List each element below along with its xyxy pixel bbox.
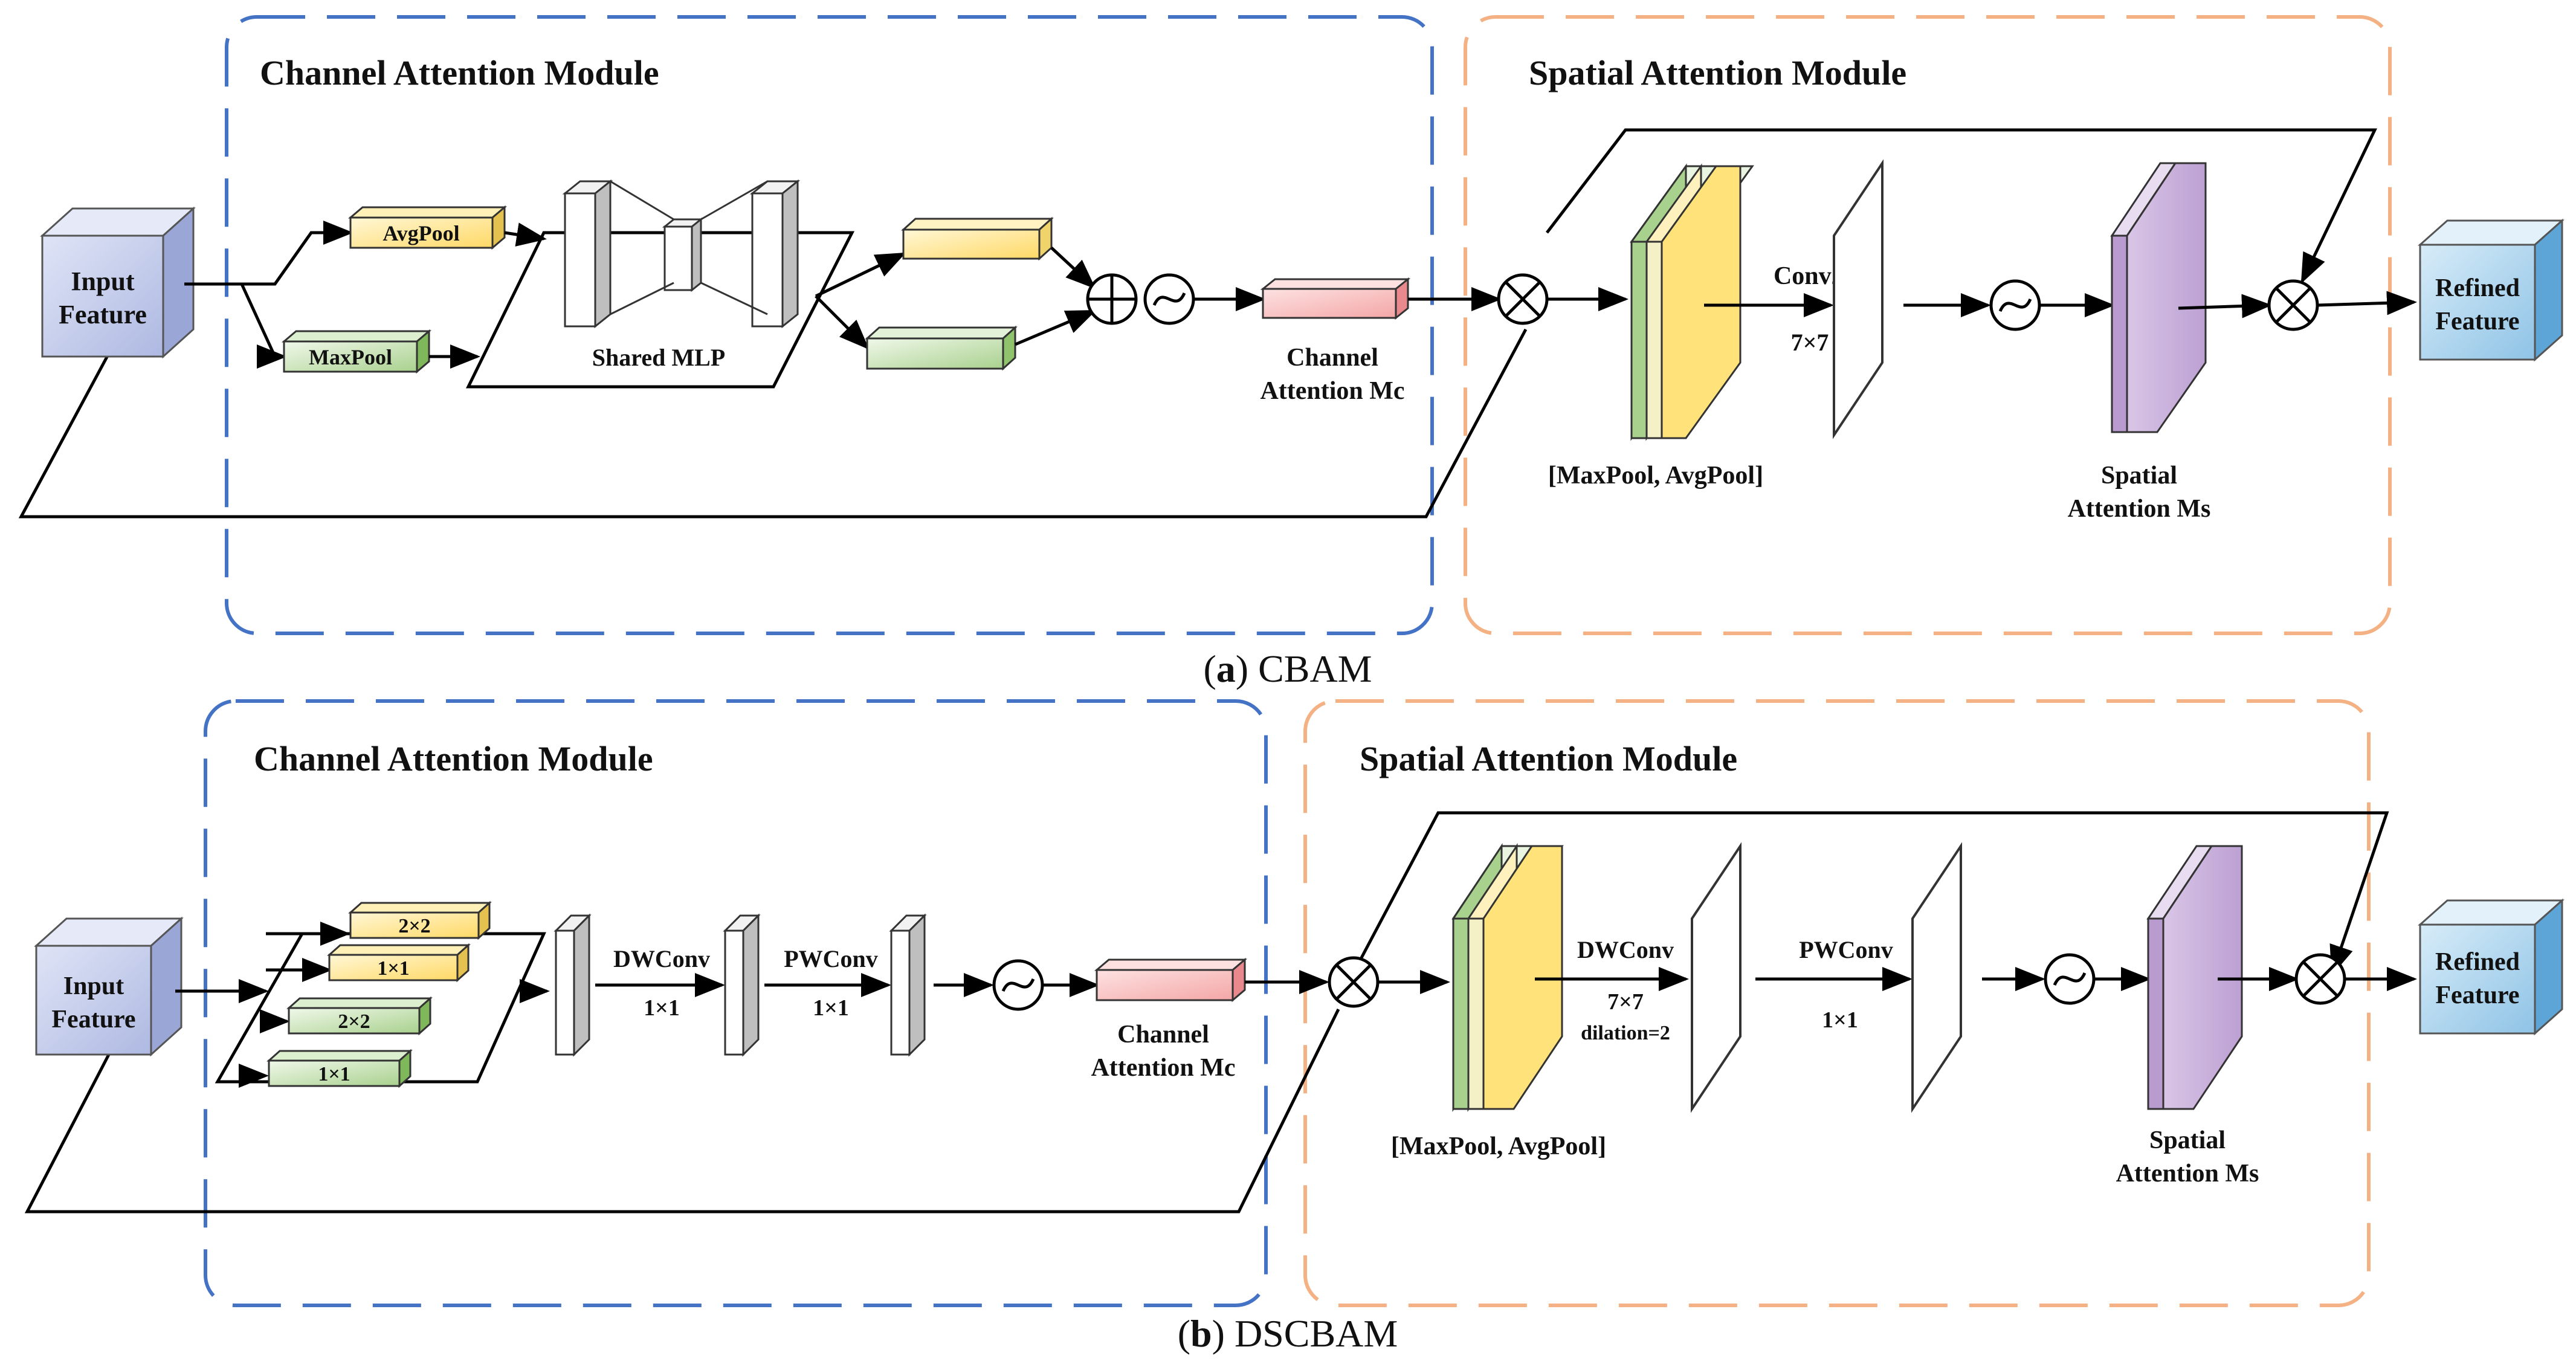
input-label-b-1: Input	[63, 972, 124, 1000]
arrow-mlp-green	[815, 295, 870, 350]
sigmoid-icon-2	[1989, 279, 2041, 331]
avgpool-block: AvgPool	[347, 205, 508, 250]
pool-stack-label-b: [MaxPool, AvgPool]	[1391, 1133, 1606, 1160]
dwconv-layer-2	[723, 913, 761, 1057]
input-label-1: Input	[71, 267, 135, 296]
sigmoid-icon	[1143, 273, 1195, 325]
channel-attention-label-b-1: Channel	[1117, 1021, 1209, 1049]
pool-1x1-bottom-label: 1×1	[318, 1063, 350, 1085]
dwconv-kernel-label: 1×1	[644, 995, 680, 1021]
arrow-green-sum	[1015, 309, 1097, 346]
input-feature-cube-b: Input Feature	[34, 916, 184, 1057]
skip-connection-line-b	[24, 1008, 1340, 1213]
spatial-module-title-b: Spatial Attention Module	[1360, 739, 1737, 778]
multiply-operator-icon-b	[1328, 956, 1380, 1008]
spatial-attention-label-1: Spatial	[2101, 462, 2177, 490]
shared-mlp-frame	[465, 231, 855, 389]
refined-feature-cube: Refined Feature	[2418, 218, 2565, 362]
maxpool-label: MaxPool	[309, 345, 392, 369]
sp-dwconv-kernel: 7×7	[1607, 989, 1644, 1015]
return-line	[1546, 128, 2377, 284]
sp-pwconv-plane	[1911, 842, 1962, 1113]
pool-1x1-yellow: 1×1	[327, 943, 471, 983]
spatial-attention-label-b-1: Spatial	[2149, 1126, 2226, 1154]
refined-label-2: Feature	[2435, 308, 2519, 335]
arrow-avgpool-mlp	[504, 222, 547, 247]
arrow-to-maxpool	[240, 283, 287, 369]
arrow-to-refined	[2317, 291, 2417, 315]
dwconv-label: DWConv	[613, 945, 710, 972]
dwconv-layer-1	[554, 913, 592, 1057]
sum-operator-icon	[1086, 273, 1138, 325]
channel-module-title: Channel Attention Module	[260, 53, 659, 92]
multiply-operator-icon-2	[2267, 279, 2319, 331]
panel-b: Channel Attention Module Spatial Attenti…	[24, 699, 2565, 1355]
spatial-attention-label-b-2: Attention Ms	[2116, 1160, 2259, 1188]
channel-module-box	[225, 15, 1434, 635]
pool-stack	[1630, 163, 1754, 441]
avgpool-label: AvgPool	[383, 221, 459, 245]
spatial-module-box-b	[1303, 699, 2371, 1307]
channel-module-box-b	[204, 699, 1268, 1307]
channel-attention-label-b-2: Attention Mc	[1091, 1054, 1235, 1082]
multiply-operator-icon	[1497, 273, 1549, 325]
sp-pwconv-label: PWConv	[1799, 936, 1893, 963]
panel-a: Channel Attention Module Spatial Attenti…	[18, 15, 2565, 690]
shared-mlp	[562, 179, 801, 329]
channel-attention-mc-block	[1260, 277, 1411, 320]
pool-1x1-top-label: 1×1	[377, 957, 409, 980]
caption-a: (a) CBAM	[1203, 647, 1372, 690]
caption-b: (b) DSCBAM	[1178, 1312, 1398, 1355]
sigmoid-icon-b	[992, 959, 1044, 1011]
arrow-ms-multiply	[2178, 294, 2272, 318]
sp-pwconv-kernel: 1×1	[1822, 1007, 1858, 1033]
shared-mlp-label: Shared MLP	[592, 344, 725, 371]
pool-stack-b	[1451, 843, 1564, 1112]
conv-kernel-label: 7×7	[1791, 329, 1829, 356]
input-label-b-2: Feature	[51, 1006, 135, 1033]
input-label-2: Feature	[59, 300, 147, 329]
multiply-operator-icon-b-2	[2294, 953, 2346, 1005]
pwconv-kernel-label: 1×1	[813, 995, 849, 1021]
arrow-yellow-sum	[1050, 247, 1096, 289]
pool-stack-label: [MaxPool, AvgPool]	[1548, 462, 1763, 490]
channel-attention-mc-block-b	[1094, 957, 1248, 1003]
refined-feature-cube-b: Refined Feature	[2418, 898, 2565, 1036]
sigmoid-icon-b-2	[2044, 953, 2096, 1005]
return-line-b	[1355, 811, 2389, 976]
avg-output-bar	[901, 216, 1054, 261]
conv-output-plane	[1833, 159, 1884, 439]
pool-2x2-bottom-label: 2×2	[338, 1010, 370, 1033]
spatial-attention-label-2: Attention Ms	[2068, 495, 2211, 523]
channel-attention-label-2: Attention Mc	[1260, 377, 1404, 405]
refined-label-b-2: Feature	[2435, 981, 2519, 1009]
spatial-module-title: Spatial Attention Module	[1529, 53, 1906, 92]
input-feature-cube: Input Feature	[40, 206, 196, 359]
channel-module-title-b: Channel Attention Module	[254, 739, 653, 778]
pool-1x1-green: 1×1	[266, 1049, 413, 1088]
arrow-to-avgpool	[184, 221, 353, 286]
skip-connection-line	[18, 328, 1528, 519]
spatial-attention-ms-block-b	[2146, 845, 2243, 1110]
spatial-module-box	[1464, 15, 2392, 635]
channel-attention-label-1: Channel	[1286, 344, 1378, 372]
pool-2x2-yellow: 2×2	[348, 900, 492, 940]
refined-label-1: Refined	[2435, 274, 2520, 302]
sp-dwconv-label: DWConv	[1577, 936, 1674, 963]
pool-2x2-green: 2×2	[286, 996, 433, 1036]
sp-dilation-label: dilation=2	[1581, 1022, 1670, 1044]
max-output-bar	[865, 325, 1018, 371]
maxpool-block: MaxPool	[281, 329, 432, 374]
pool-2x2-top-label: 2×2	[398, 915, 430, 937]
pwconv-layer	[889, 913, 927, 1057]
sp-dwconv-plane	[1691, 842, 1742, 1113]
refined-label-b-1: Refined	[2435, 948, 2520, 976]
arrow-mlp-yellow	[815, 252, 906, 298]
spatial-attention-ms-block	[2110, 162, 2207, 433]
pwconv-label: PWConv	[784, 945, 878, 972]
